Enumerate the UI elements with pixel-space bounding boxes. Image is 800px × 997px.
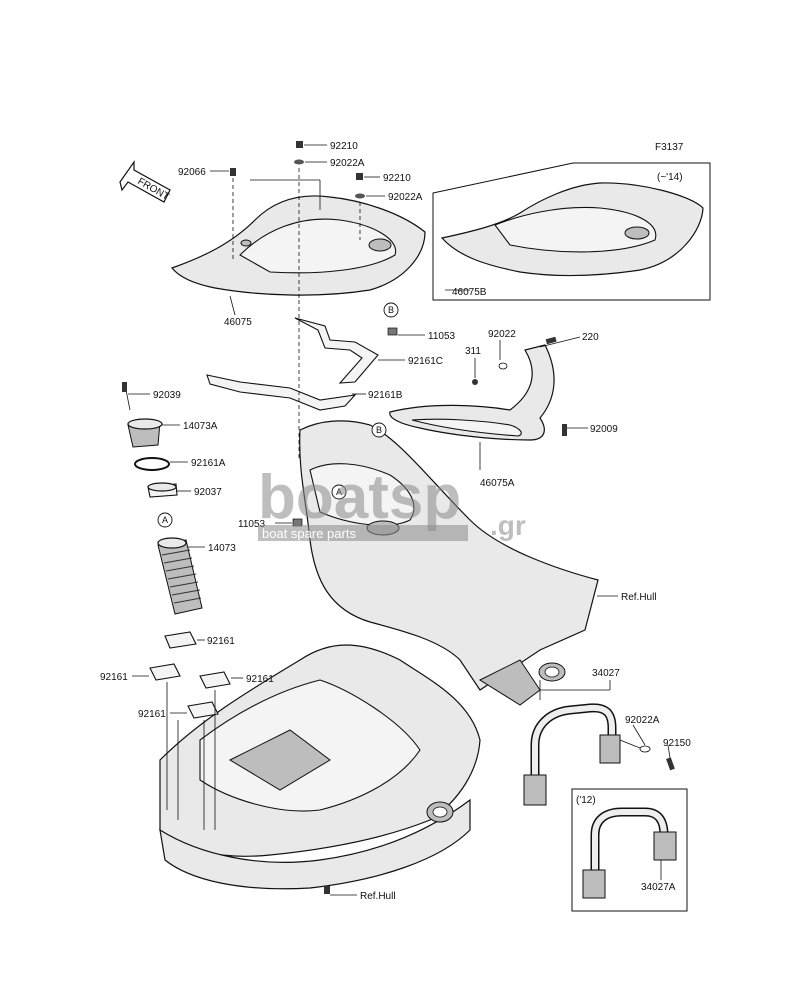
inset-frame-top: (~'14) 46075B	[432, 162, 711, 301]
label-92210-b: 92210	[383, 173, 411, 184]
inset-top-year: (~'14)	[657, 172, 683, 183]
gasket-92161C: 92161C	[294, 317, 443, 384]
cover-46075A: 46075A 92022 311 220 92009	[389, 329, 618, 489]
label-46075A: 46075A	[480, 478, 515, 489]
label-92022A-top: 92022A	[330, 158, 365, 169]
label-311: 311	[465, 346, 481, 357]
label-14073: 14073	[208, 543, 236, 554]
figure-code: F3137	[655, 142, 684, 153]
label-ref-hull-top: Ref.Hull	[621, 592, 657, 603]
front-arrow-icon: FRONT	[119, 160, 171, 203]
label-92022A-r: 92022A	[625, 715, 660, 726]
label-46075: 46075	[224, 317, 252, 328]
label-34027A: 34027A	[641, 882, 676, 893]
label-92037: 92037	[194, 487, 222, 498]
label-92161-1: 92161	[207, 636, 235, 647]
label-92022: 92022	[488, 329, 516, 340]
gasket-92161B: 92161B	[206, 374, 403, 411]
hull-lower: Ref.Hull	[159, 644, 481, 902]
label-92161-2: 92161	[100, 672, 128, 683]
handle-34027: 34027 92022A 92150	[523, 668, 691, 806]
label-ref-hull-bottom: Ref.Hull	[360, 891, 396, 902]
label-34027: 34027	[592, 668, 620, 679]
label-92150: 92150	[663, 738, 691, 749]
label-92161A: 92161A	[191, 458, 226, 469]
label-46075B: 46075B	[452, 287, 487, 298]
label-11053-top: 11053	[428, 331, 456, 342]
callout-b-1: B	[388, 305, 394, 315]
watermark-suffix: .gr	[490, 510, 526, 541]
label-11053-mid: 11053	[238, 519, 266, 530]
callout-a-1: A	[162, 515, 168, 525]
label-92161-3: 92161	[246, 674, 274, 685]
clip-11053-top: B 11053	[383, 302, 456, 342]
deck-upper: B A Ref.Hull	[299, 420, 657, 706]
filler-assembly: 92039 14073A 92161A 92037 A 14073	[122, 382, 236, 615]
fastener-group-top: 92210 92022A 92066 92210 92022A	[178, 141, 423, 300]
storage-tray-46075: 46075	[171, 195, 426, 328]
watermark: boatsp .gr boat spare parts	[258, 463, 526, 541]
label-92039: 92039	[153, 390, 181, 401]
label-92210-top: 92210	[330, 141, 358, 152]
label-92161B: 92161B	[368, 390, 403, 401]
watermark-brand: boatsp	[258, 463, 461, 532]
label-92022A-b: 92022A	[388, 192, 423, 203]
label-92161C: 92161C	[408, 356, 443, 367]
pads-92161: 92161 92161 92161 92161	[100, 631, 274, 830]
inset-bottom-year: ('12)	[576, 795, 596, 806]
label-92009: 92009	[590, 424, 618, 435]
inset-frame-bottom: ('12) 34027A	[571, 788, 688, 912]
callout-a-2: A	[336, 487, 342, 497]
watermark-tagline: boat spare parts	[262, 526, 356, 541]
label-92161-4: 92161	[138, 709, 166, 720]
label-92066: 92066	[178, 167, 206, 178]
label-14073A: 14073A	[183, 421, 218, 432]
label-220: 220	[582, 332, 599, 343]
callout-b-2: B	[376, 425, 382, 435]
